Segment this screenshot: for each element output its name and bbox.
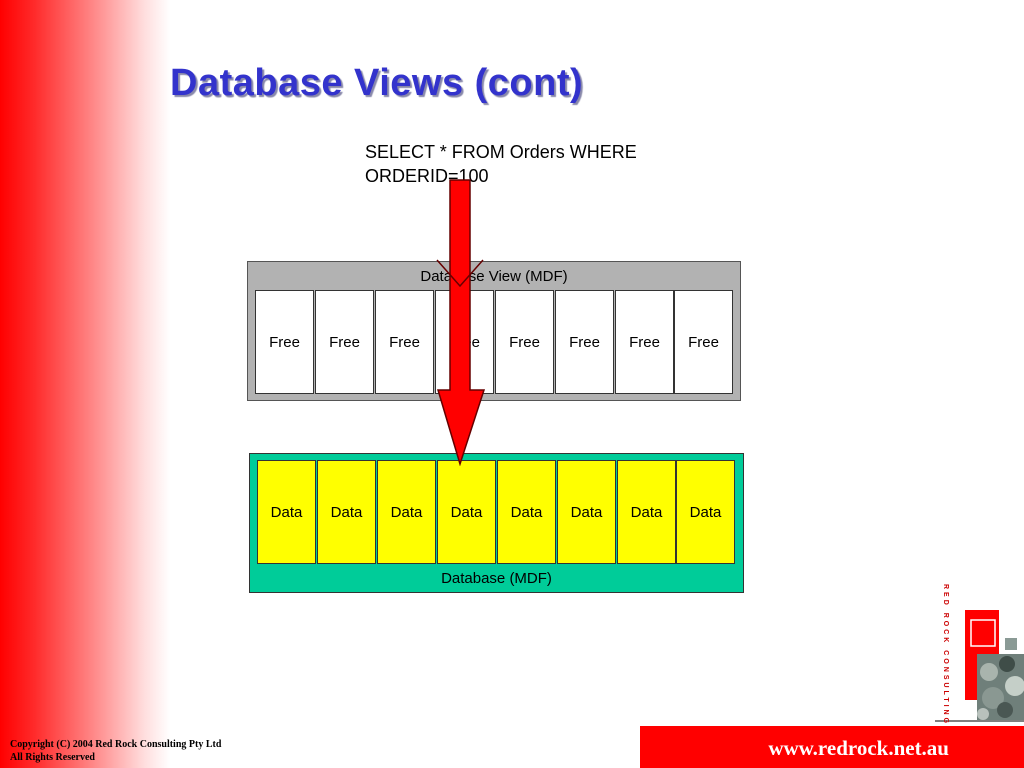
copyright-line-2: All Rights Reserved (10, 752, 95, 763)
database-box: Data Data Data Data Data Data Data Data … (249, 453, 744, 593)
data-cell: Data (676, 460, 735, 564)
logo-wordmark: RED ROCK CONSULTING (942, 584, 949, 727)
query-line-1: SELECT * FROM Orders WHERE (365, 142, 637, 162)
copyright-notice: Copyright (C) 2004 Red Rock Consulting P… (10, 738, 221, 764)
database-label: Database (MDF) (441, 570, 552, 587)
database-view-box: Database View (MDF) Free Free Free Free … (247, 261, 741, 401)
data-cell: Data (617, 460, 676, 564)
free-cell: Free (495, 290, 554, 394)
query-line-2: ORDERID=100 (365, 166, 489, 186)
free-cell: Free (674, 290, 733, 394)
down-arrow-icon (436, 179, 486, 466)
data-cell: Data (497, 460, 556, 564)
free-cell: Free (555, 290, 614, 394)
slide-title: Database Views (cont) (170, 62, 584, 104)
database-view-label: Database View (MDF) (420, 268, 568, 285)
sql-query: SELECT * FROM Orders WHERE ORDERID=100 (365, 140, 685, 188)
data-cell: Data (437, 460, 496, 564)
data-cell: Data (317, 460, 376, 564)
website-link[interactable]: www.redrock.net.au (768, 736, 949, 760)
copyright-line-1: Copyright (C) 2004 Red Rock Consulting P… (10, 739, 222, 750)
red-rock-logo-icon (935, 578, 1024, 723)
data-cell: Data (377, 460, 436, 564)
free-cell: Free (615, 290, 674, 394)
data-cell: Data (557, 460, 616, 564)
free-cell: Free (315, 290, 374, 394)
free-cell: Free (255, 290, 314, 394)
free-cell: Free (375, 290, 434, 394)
data-cell: Data (257, 460, 316, 564)
url-bar: www.redrock.net.au (640, 726, 1024, 768)
left-gradient-band (0, 0, 170, 768)
